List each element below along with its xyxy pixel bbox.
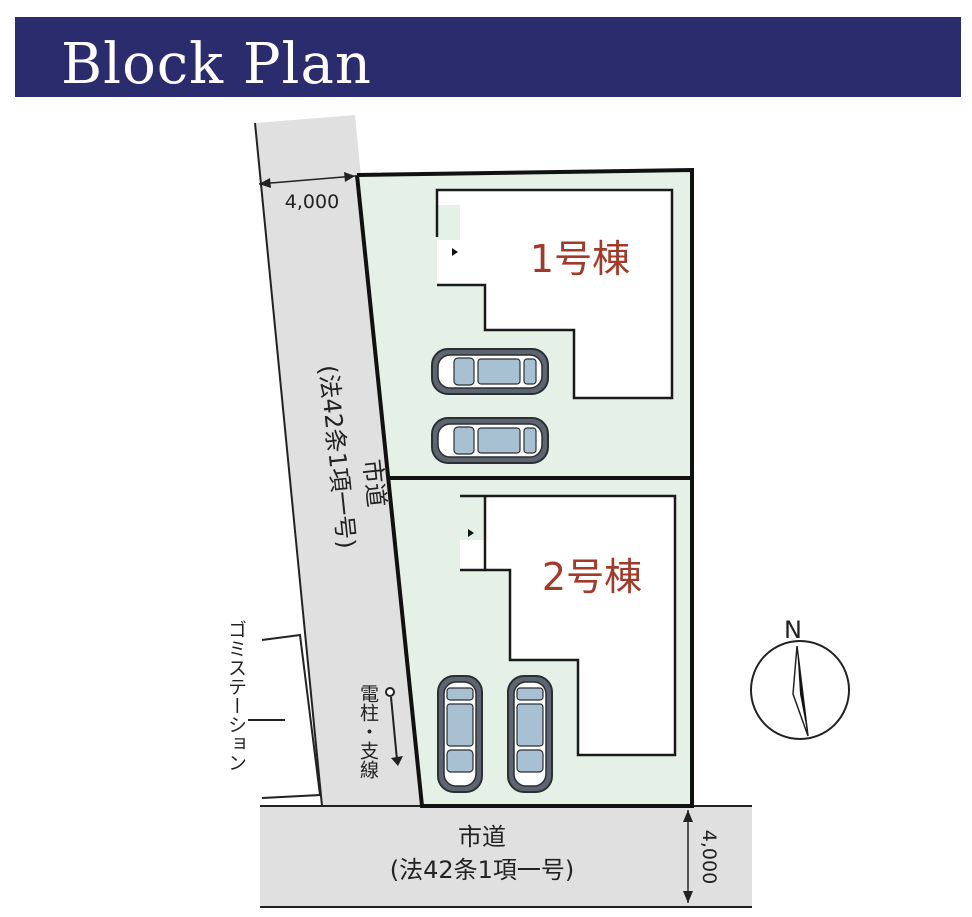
west-road-name-line-1: 市道	[358, 458, 391, 509]
south-dimension-arrow-top	[683, 810, 693, 822]
building-2-outline	[460, 494, 677, 757]
building-1-outline	[435, 188, 674, 400]
support-wire-line	[390, 696, 398, 761]
west-road-edge	[254, 122, 323, 807]
south-road-name: 市道	[458, 823, 506, 851]
entrance-marker-2	[468, 529, 474, 537]
south-road-width: 4,000	[698, 830, 720, 884]
car-parking-1b	[431, 417, 549, 464]
page-title: Block Plan	[61, 32, 372, 97]
car-parking-2b	[507, 675, 553, 793]
unit-2-label: 2号棟	[542, 555, 642, 599]
utility-pole-icon	[385, 687, 395, 697]
south-dimension-arrow-bottom	[683, 891, 693, 903]
south-road	[260, 806, 752, 907]
car-parking-2a	[437, 675, 483, 793]
west-road-width: 4,000	[285, 191, 339, 213]
garbage-station	[261, 633, 322, 799]
garbage-station-label: ゴミステーション	[225, 620, 247, 772]
west-road	[255, 115, 422, 806]
building-2	[460, 496, 675, 755]
support-wire-arrow	[391, 756, 403, 766]
entrance-marker-1	[452, 248, 458, 256]
car-parking-1a	[431, 348, 549, 395]
utility-pole-label: 電柱・支線	[357, 684, 379, 779]
west-dimension-arrow-left	[259, 178, 271, 188]
building-1	[437, 190, 672, 398]
unit-1-label: 1号棟	[530, 237, 630, 281]
compass-needle-fill	[797, 646, 808, 736]
site-boundary	[355, 167, 694, 808]
west-road-dimension-line	[258, 175, 356, 185]
south-road-class: (法42条1項一号)	[390, 856, 575, 884]
title-banner: Block Plan	[15, 17, 961, 97]
compass-north-label: N	[784, 616, 802, 644]
west-dimension-arrow-right	[344, 172, 355, 182]
